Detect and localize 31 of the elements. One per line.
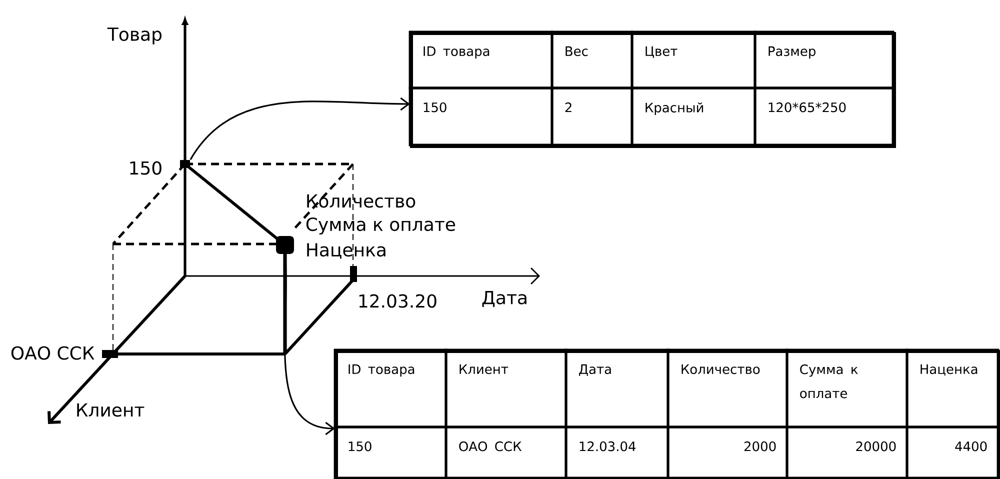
table-cell: 2000 (666, 426, 788, 479)
table-cell: Цвет (630, 30, 756, 90)
table-cell: Красный (630, 86, 756, 146)
table-cell: 150 (408, 86, 554, 146)
axis-label: ОАО ССК (11, 346, 94, 360)
point-label: Количество (307, 194, 416, 208)
table-cell: Количество (666, 348, 788, 428)
table-cell: Вес (550, 30, 634, 90)
table-cell: 4400 (906, 426, 1000, 479)
table-cell: 150 (334, 426, 448, 479)
axis-label: Товар (107, 28, 162, 44)
point-label: Наценка (307, 243, 386, 259)
table-cell: 120*65*250 (754, 86, 894, 146)
table-cell: ID товара (408, 30, 554, 90)
axis-label: Клиент (77, 403, 144, 417)
table-cell: Сумма к оплате (786, 348, 908, 428)
table-cell: Клиент (444, 348, 568, 428)
table-cell: ОАО ССК (444, 426, 568, 479)
point-label: Сумма к оплате (306, 217, 456, 235)
table-cell: Размер (754, 30, 894, 90)
axis-label: Дата (482, 291, 526, 307)
table-cell: 20000 (786, 426, 908, 479)
table-cell: ID товара (334, 348, 448, 428)
table-cell: 2 (550, 86, 634, 146)
table-cell: Дата (564, 348, 670, 428)
point-label: 150 (130, 161, 162, 175)
curved-arrow (190, 97, 410, 160)
table-cell: 12.03.04 (564, 426, 670, 479)
axis-label: 12.03.20 (359, 294, 436, 308)
table-cell: Наценка (906, 348, 1000, 428)
curved-arrow (284, 254, 335, 436)
